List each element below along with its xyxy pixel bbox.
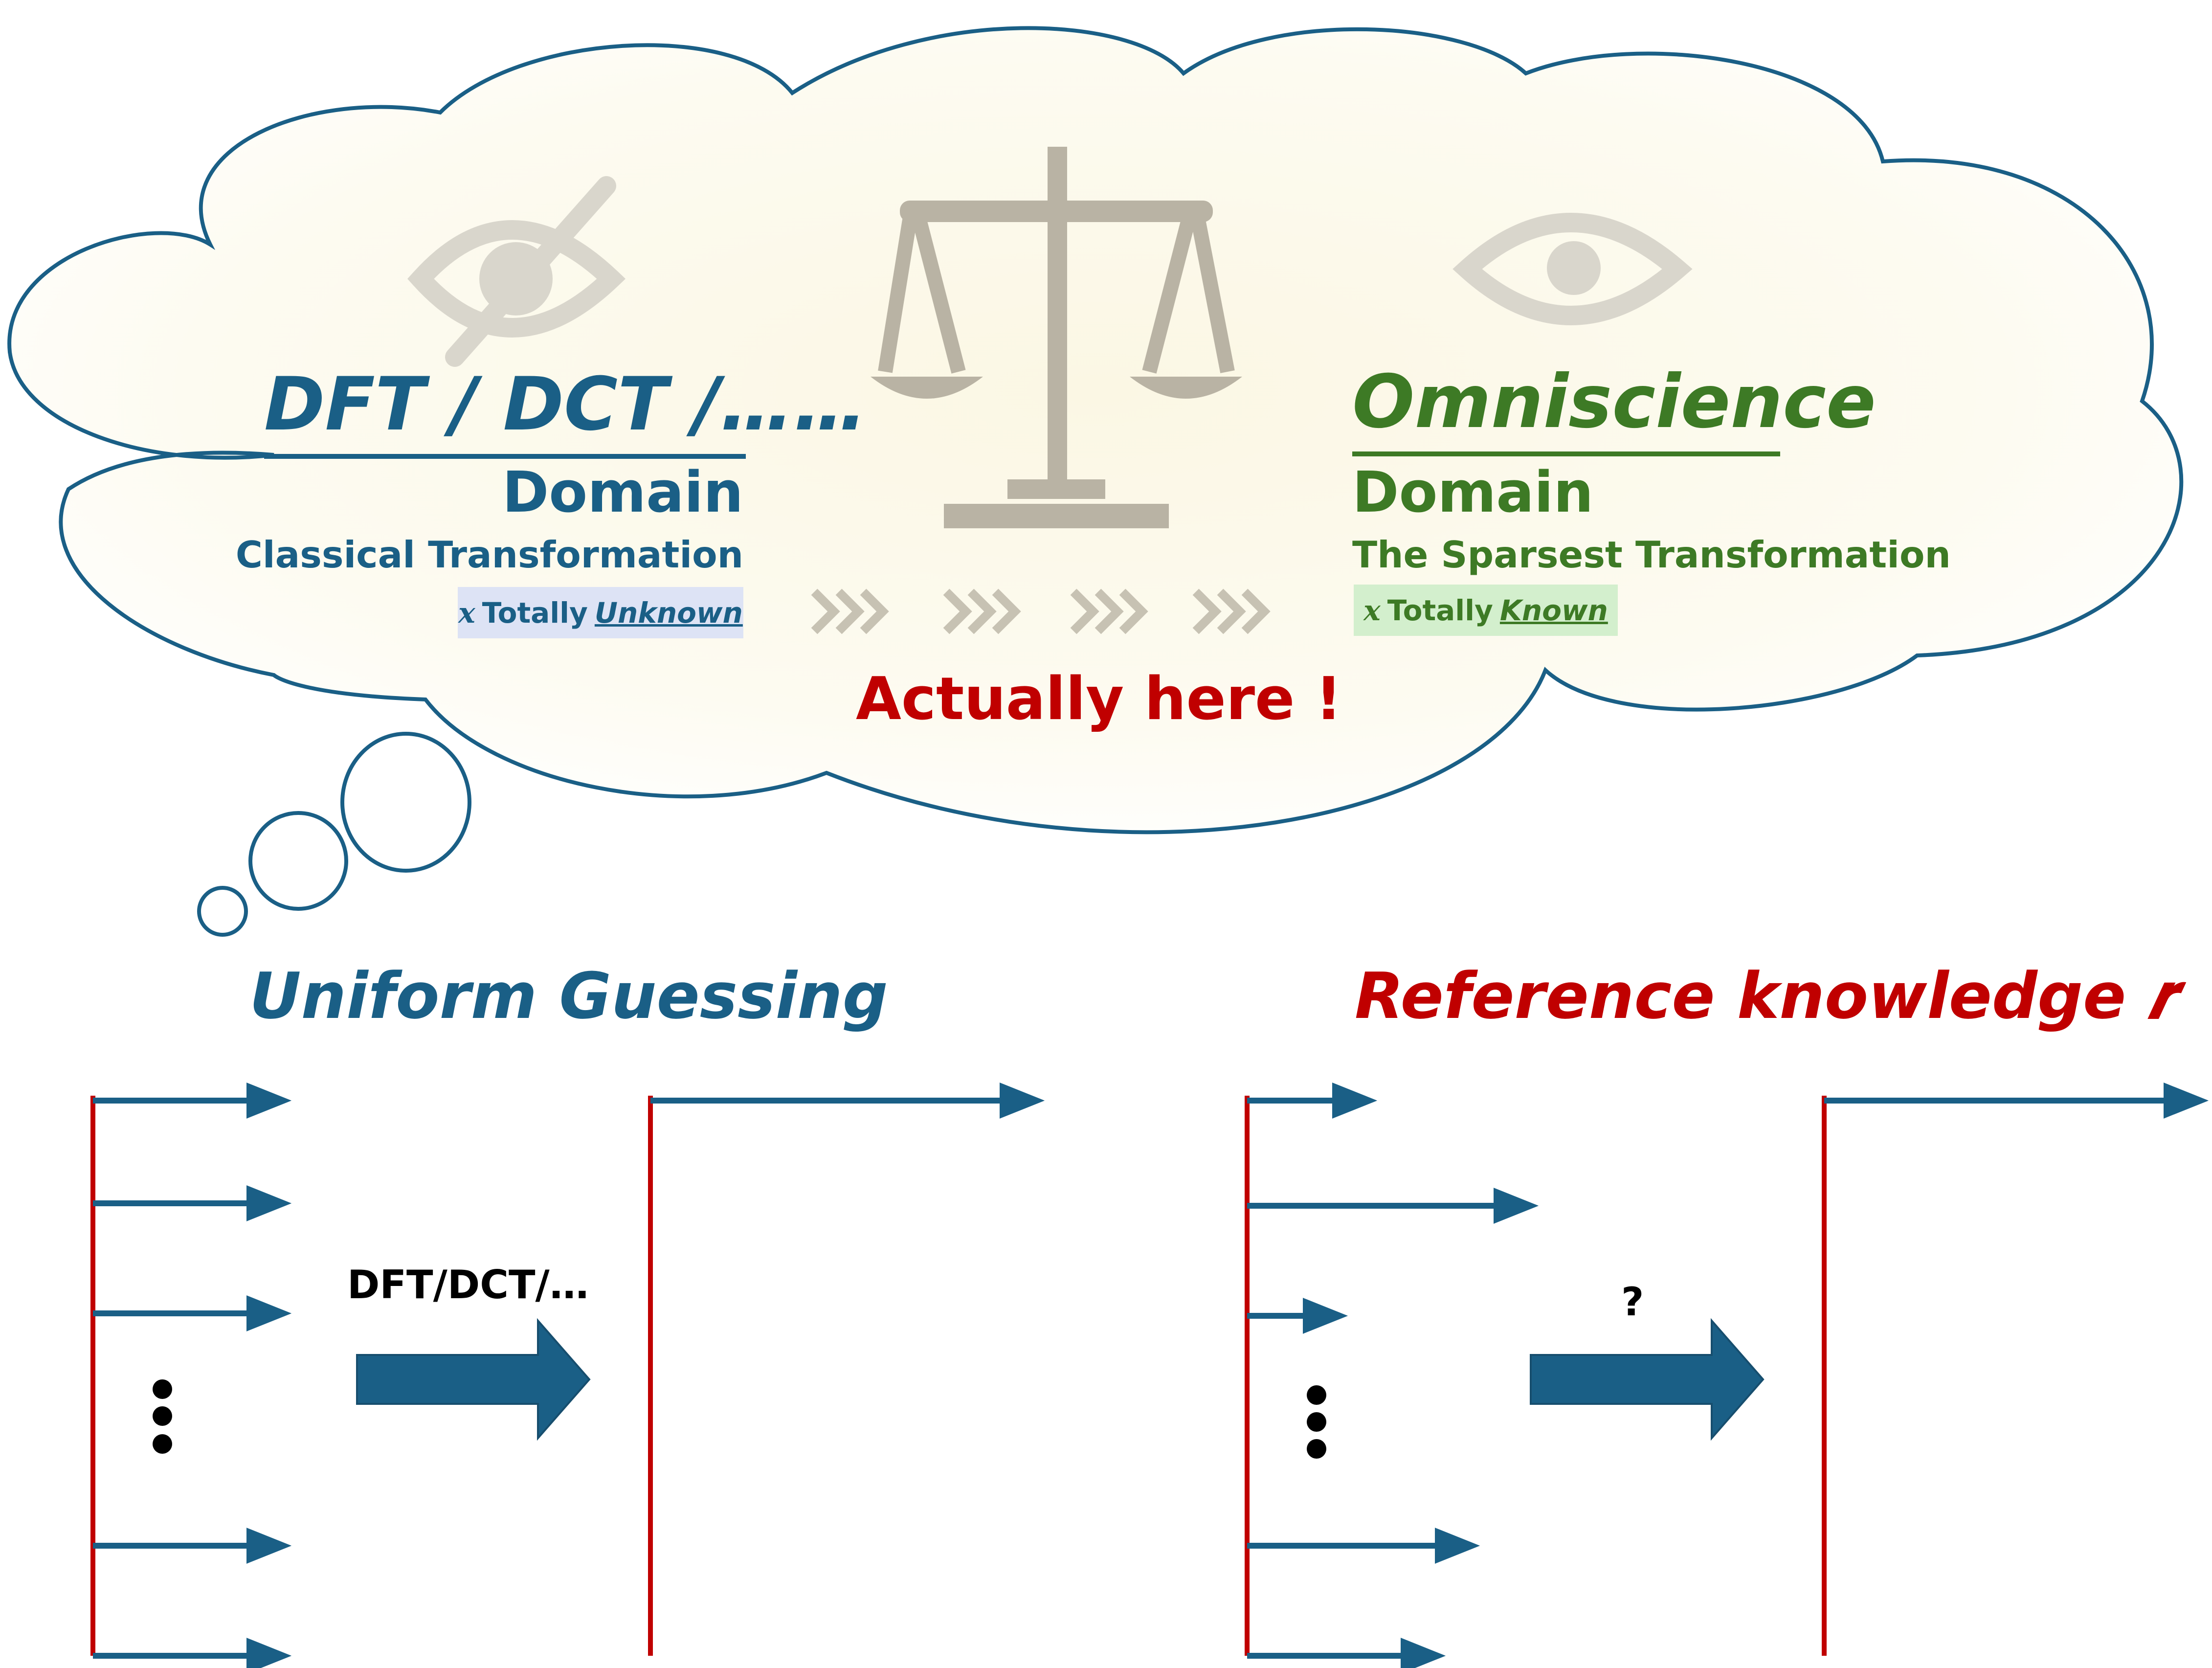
left-badge-emphasis: Unknown: [594, 596, 743, 630]
right-badge-variable: x: [1363, 593, 1381, 627]
right-domain-label: Domain: [1352, 460, 1594, 525]
eye-icon: [1452, 213, 1693, 325]
scale-icon: [871, 147, 1242, 528]
left-arrows: [93, 1082, 292, 1668]
right-badge-emphasis: Known: [1499, 593, 1608, 627]
left-domain-title: DFT / DCT /……: [264, 362, 867, 447]
transform-arrow-left: [356, 1318, 591, 1441]
uniform-guessing-title: Uniform Guessing: [249, 959, 888, 1033]
right-status-badge: x Totally Known: [1354, 585, 1618, 636]
eye-slash-icon: [407, 176, 626, 367]
left-badge-text: Totally: [482, 596, 588, 630]
left-status-badge: x Totally Unknown: [458, 587, 743, 638]
reference-knowledge-title: Reference knowledge 𝒓: [1355, 959, 2176, 1033]
right-ellipsis: [1307, 1385, 1326, 1459]
right-badge-text: Totally: [1387, 593, 1493, 627]
transform-label-left: DFT/DCT/…: [347, 1262, 589, 1307]
left-badge-variable: x: [458, 596, 475, 630]
right-domain-subtitle: The Sparsest Transformation: [1352, 533, 1951, 576]
left-domain-subtitle: Classical Transformation: [235, 533, 743, 576]
left-domain-label: Domain: [502, 460, 743, 525]
thought-bubble-medium: [248, 811, 348, 911]
left-result-arrow: [650, 1082, 1045, 1119]
chevrons-icon: [811, 588, 1271, 634]
right-domain-title: Omniscience: [1352, 360, 1876, 445]
thought-bubble-large: [340, 732, 471, 873]
callout-text: Actually here !: [856, 665, 1342, 733]
right-arrows: [1247, 1082, 1539, 1668]
right-result-arrow: [1824, 1082, 2209, 1119]
transform-label-right: ?: [1621, 1279, 1644, 1325]
left-ellipsis: [153, 1379, 172, 1454]
thought-bubble-small: [197, 886, 248, 937]
transform-arrow-right: [1530, 1318, 1765, 1441]
